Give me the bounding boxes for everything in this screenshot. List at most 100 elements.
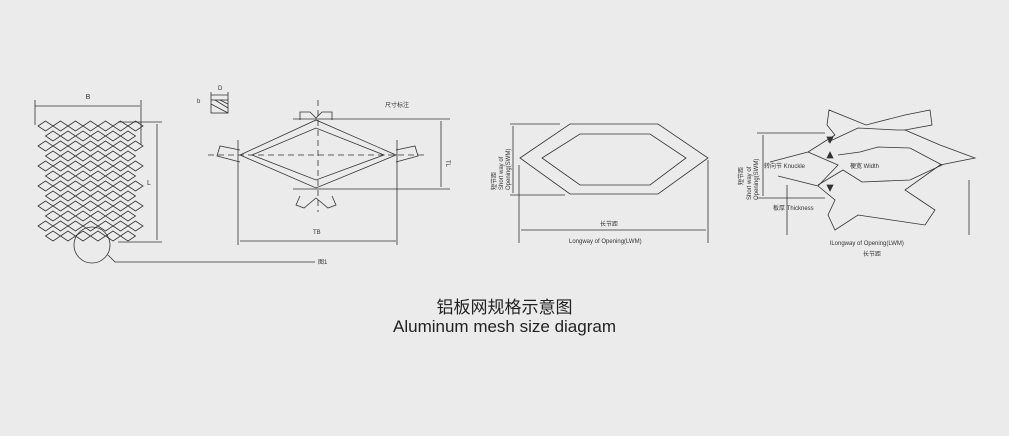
title-chinese: 铝板网规格示意图 <box>436 298 573 317</box>
mesh-cell <box>127 120 144 132</box>
mesh-cell <box>112 180 129 192</box>
mesh-sheet <box>37 120 144 242</box>
mesh-cell <box>119 210 137 222</box>
mesh-cell <box>127 220 144 232</box>
mesh-cell <box>67 120 84 132</box>
mesh-cell <box>44 190 62 202</box>
fig1-label: 图1 <box>318 259 328 266</box>
mesh-cell <box>37 180 54 192</box>
mesh-cell <box>37 140 54 152</box>
mesh-cell <box>89 190 107 202</box>
mesh-cell <box>97 160 114 172</box>
title-english: Aluminum mesh size diagram <box>393 317 616 336</box>
mesh-cell <box>52 200 69 212</box>
swm-en2-label-right: Opening(SWM) <box>754 159 760 200</box>
mesh-cell <box>119 190 137 202</box>
mesh-cell <box>104 210 122 222</box>
swm-cn-label-right: 短节距 <box>737 167 745 185</box>
mesh-cell <box>89 210 107 222</box>
mesh-cell <box>67 180 84 192</box>
arrow-icon <box>826 136 834 144</box>
mesh-cell <box>59 230 77 242</box>
mesh-cell <box>52 140 69 152</box>
mesh-cell <box>67 220 84 232</box>
detail-circle <box>73 226 111 264</box>
mesh-cell <box>44 230 62 242</box>
mesh-cell <box>97 140 114 152</box>
mesh-cell <box>44 210 62 222</box>
mesh-cell <box>127 180 144 192</box>
knuckle-label: 转向节 Knuckle <box>764 162 806 170</box>
mesh-cell <box>37 160 54 172</box>
mesh-cell <box>44 150 62 162</box>
lwm-en-label: Longway of Opening(LWM) <box>569 239 642 245</box>
mesh-cell <box>82 140 99 152</box>
mesh-cell <box>127 200 144 212</box>
mesh-cell <box>59 170 77 182</box>
mesh-cell <box>59 150 77 162</box>
mesh-cell <box>67 140 84 152</box>
diamond-strand <box>208 100 428 212</box>
mesh-cell <box>119 130 137 142</box>
mesh-cell <box>97 180 114 192</box>
mesh-cell <box>59 130 77 142</box>
mesh-cell <box>112 200 129 212</box>
mesh-cell <box>44 130 62 142</box>
mesh-cell <box>104 130 122 142</box>
mesh-cell <box>82 200 99 212</box>
dim-note-label: 尺寸标注 <box>385 101 409 109</box>
b-small-label: b <box>197 99 201 105</box>
mesh-cell <box>67 200 84 212</box>
mesh-cell <box>52 180 69 192</box>
width-label: 梗宽 Width <box>850 162 879 170</box>
mesh-cell <box>82 220 99 232</box>
mesh-cell <box>82 120 99 132</box>
mesh-cell <box>59 190 77 202</box>
mesh-cell <box>52 220 69 232</box>
l-label: L <box>147 180 151 187</box>
mesh-cell <box>104 170 122 182</box>
mesh-cell <box>59 210 77 222</box>
strand-detail <box>769 109 977 231</box>
tb-label: TB <box>313 230 321 236</box>
mesh-cell <box>74 130 92 142</box>
mesh-cell <box>119 230 137 242</box>
mesh-cell <box>67 160 84 172</box>
tl-label: TL <box>444 160 450 168</box>
mesh-cell <box>112 140 129 152</box>
mesh-cell <box>89 170 107 182</box>
mesh-cell <box>97 120 114 132</box>
thickness-label: 板厚 Thickness <box>773 204 814 212</box>
d-label: D <box>218 86 223 92</box>
hexagon-opening <box>519 123 709 195</box>
mesh-cell <box>52 160 69 172</box>
mesh-cell <box>37 220 54 232</box>
mesh-cell <box>52 120 69 132</box>
mesh-cell <box>82 180 99 192</box>
swm-en2-label: Opening(SWM) <box>506 149 512 190</box>
mesh-cell <box>112 120 129 132</box>
mesh-cell <box>104 190 122 202</box>
mesh-cell <box>74 230 92 242</box>
mesh-cell <box>44 170 62 182</box>
mesh-cell <box>74 210 92 222</box>
mesh-cell <box>127 140 144 152</box>
mesh-cell <box>74 150 92 162</box>
mesh-cell <box>74 190 92 202</box>
mesh-cell <box>37 120 54 132</box>
b-label: B <box>86 94 91 101</box>
swm-en-label: Short way of <box>499 156 505 190</box>
cross-section <box>210 99 229 114</box>
mesh-cell <box>89 230 107 242</box>
mesh-cell <box>112 220 129 232</box>
mesh-cell <box>119 150 137 162</box>
mesh-cell <box>119 170 137 182</box>
mesh-cell <box>112 160 129 172</box>
mesh-cell <box>97 200 114 212</box>
lwm-cn-label: 长节距 <box>600 220 618 228</box>
lwm-en-label-right: lLongway of Opening(LWM) <box>830 241 904 247</box>
lwm-cn-label-right: 长节距 <box>863 250 881 258</box>
mesh-cell <box>89 130 107 142</box>
